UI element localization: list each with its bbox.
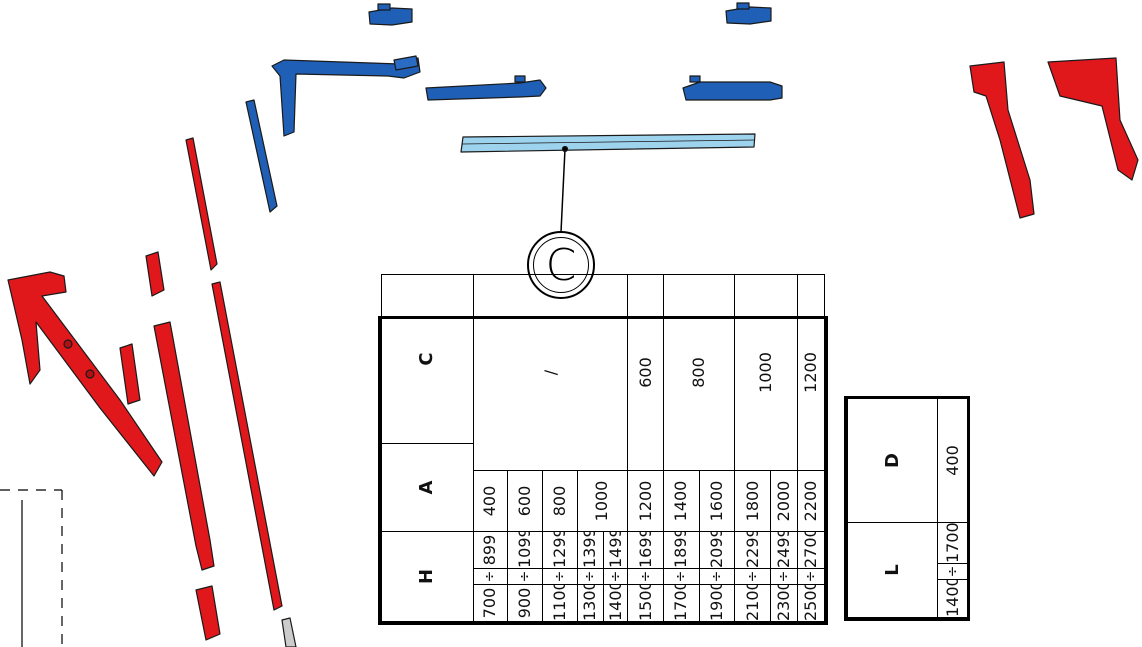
h-to-cell: 1399 xyxy=(577,531,604,569)
header-h: H xyxy=(381,531,474,622)
h-to-cell: 1899 xyxy=(663,531,700,569)
range-symbol: ÷ xyxy=(699,568,735,585)
ld-table: L D 1400 ÷ 1700 400 xyxy=(847,398,968,618)
range-symbol: ÷ xyxy=(473,568,508,585)
dimension-table: H A C 700 ÷ 899 400 / 900 ÷ 1099 600 110… xyxy=(381,274,825,622)
header-c: C xyxy=(381,274,474,444)
red-long-stay xyxy=(153,321,215,571)
dashed-frame xyxy=(0,489,63,647)
h-to-cell: 1699 xyxy=(627,531,664,569)
blue-clip-top-right xyxy=(725,2,772,25)
blue-bar-center-left xyxy=(425,75,547,101)
a-value-cell: 600 xyxy=(507,470,543,532)
l-from-cell: 1400 xyxy=(937,579,968,618)
red-scissor-arm xyxy=(7,271,163,477)
range-symbol: ÷ xyxy=(627,568,664,585)
h-to-cell: 1299 xyxy=(542,531,578,569)
h-from-cell: 1700 xyxy=(663,584,700,622)
a-value-cell: 400 xyxy=(473,470,508,532)
h-from-cell: 1900 xyxy=(699,584,735,622)
red-bottom-bracket xyxy=(195,585,221,641)
h-from-cell: 1100 xyxy=(542,584,578,622)
h-to-cell: 2299 xyxy=(734,531,771,569)
blue-vertical-strip xyxy=(245,99,278,213)
c-value-cell: 800 xyxy=(663,274,735,471)
dimension-table-frame xyxy=(378,316,828,625)
a-value-cell: 1400 xyxy=(663,470,700,532)
l-to-cell: 1700 xyxy=(937,522,968,564)
a-value-cell: 800 xyxy=(542,470,578,532)
range-symbol: ÷ xyxy=(507,568,543,585)
range-symbol: ÷ xyxy=(797,568,825,585)
callout-label: C xyxy=(533,237,589,293)
h-from-cell: 1400 xyxy=(603,584,628,622)
red-thin-rod xyxy=(211,281,283,611)
red-corner-hinge-left xyxy=(969,61,1035,219)
range-symbol: ÷ xyxy=(937,563,968,580)
a-value-cell: 2000 xyxy=(770,470,798,532)
a-value-cell: 2200 xyxy=(797,470,825,532)
range-symbol: ÷ xyxy=(542,568,578,585)
range-symbol: ÷ xyxy=(770,568,798,585)
range-symbol: ÷ xyxy=(663,568,700,585)
blue-bar-center-right xyxy=(682,75,783,101)
a-value-cell: 1800 xyxy=(734,470,771,532)
h-from-cell: 1300 xyxy=(577,584,604,622)
blue-clip-top-left xyxy=(368,3,413,26)
h-to-cell: 2099 xyxy=(699,531,735,569)
h-from-cell: 1500 xyxy=(627,584,664,622)
h-from-cell: 900 xyxy=(507,584,543,622)
range-symbol: ÷ xyxy=(734,568,771,585)
h-from-cell: 2300 xyxy=(770,584,798,622)
h-to-cell: 1499 xyxy=(603,531,628,569)
range-symbol: ÷ xyxy=(577,568,604,585)
h-from-cell: 2100 xyxy=(734,584,771,622)
range-symbol: ÷ xyxy=(603,568,628,585)
h-from-cell: 2500 xyxy=(797,584,825,622)
h-to-cell: 2700 xyxy=(797,531,825,569)
c-value-cell: 600 xyxy=(627,274,664,471)
a-value-cell: 1600 xyxy=(699,470,735,532)
h-to-cell: 1099 xyxy=(507,531,543,569)
ld-table-frame xyxy=(844,396,970,621)
red-slim-bar-top xyxy=(185,137,218,271)
a-value-cell: 1000 xyxy=(577,470,628,532)
red-small-bracket xyxy=(145,251,165,297)
header-a: A xyxy=(381,443,474,532)
glass-rod xyxy=(460,133,756,153)
a-value-cell: 1200 xyxy=(627,470,664,532)
header-d: D xyxy=(847,398,938,523)
d-value-cell: 400 xyxy=(937,398,968,523)
h-from-cell: 700 xyxy=(473,584,508,622)
red-corner-hinge-right xyxy=(1047,57,1139,181)
c-value-cell: 1200 xyxy=(797,274,825,471)
c-value-cell: 1000 xyxy=(734,274,798,471)
callout-c: C xyxy=(527,231,595,299)
c-value-cell: / xyxy=(473,274,628,471)
h-to-cell: 899 xyxy=(473,531,508,569)
blue-corner-arm xyxy=(271,55,421,137)
h-to-cell: 2499 xyxy=(770,531,798,569)
header-l: L xyxy=(847,522,938,618)
